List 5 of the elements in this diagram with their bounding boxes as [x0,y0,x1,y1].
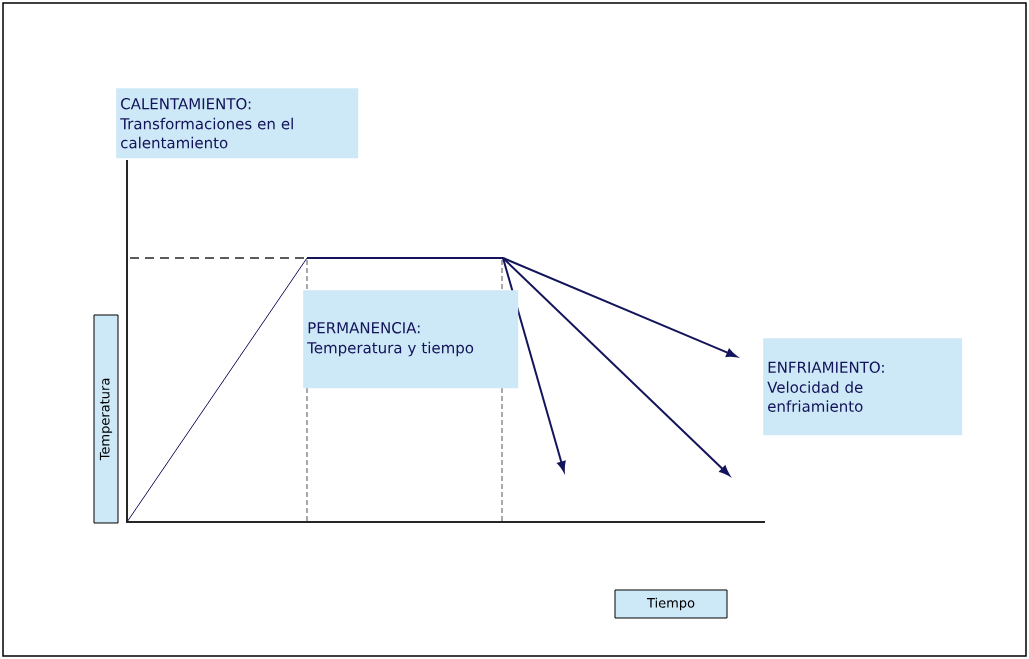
axis-label: Temperatura [93,314,119,524]
axis-label: Tiempo [614,589,728,619]
note-box: ENFRIAMIENTO: Velocidad de enfriamiento [763,338,963,436]
note-box: PERMANENCIA: Temperatura y tiempo [303,290,519,389]
note-box: CALENTAMIENTO: Transformaciones en el calentamiento [116,88,359,159]
